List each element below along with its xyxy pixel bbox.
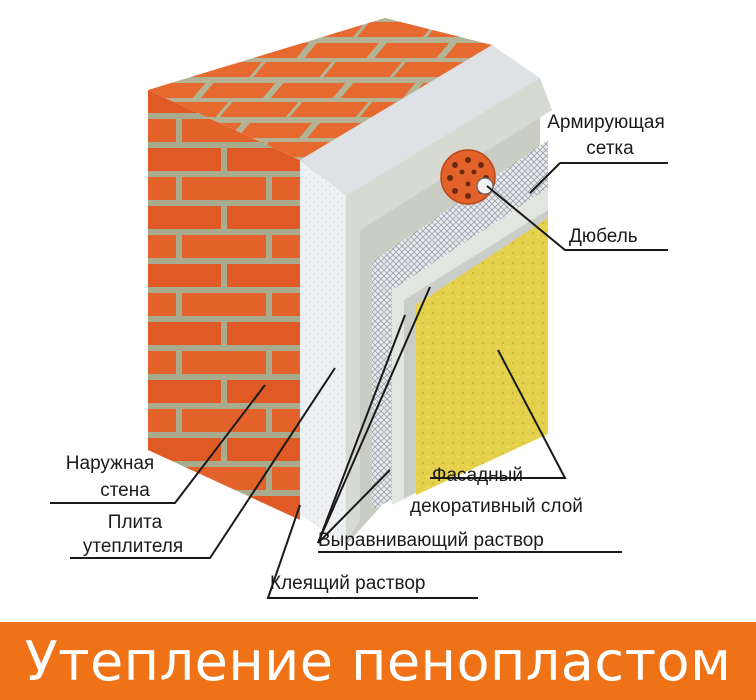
label-dubel: Дюбель: [569, 226, 638, 247]
leader-wall: [50, 384, 266, 504]
leader-adhesive: [266, 504, 478, 599]
brick-front: [148, 90, 300, 520]
brick-top: [148, 18, 492, 160]
label-adhesive: Клеящий раствор: [270, 573, 426, 594]
insulation-top: [300, 45, 540, 196]
label-facade-1: Фасадный: [432, 465, 523, 486]
leader-level-1: [317, 286, 431, 544]
decor-layer: [416, 218, 548, 495]
label-wall-2: стена: [100, 480, 150, 501]
banner-title: Утепление пенопластом: [24, 629, 732, 693]
diagram: Армирующая сетка Дюбель Наружная стена П…: [50, 18, 668, 599]
plaster-layer: [346, 78, 552, 545]
label-armir-1: Армирующая: [547, 112, 665, 133]
leader-armir: [529, 162, 561, 194]
leader-plate: [70, 367, 336, 559]
label-plate-1: Плита: [107, 512, 163, 533]
leader-facade: [497, 349, 567, 479]
insulation-front: [300, 160, 346, 545]
label-armir-2: сетка: [586, 138, 634, 159]
label-leveling: Выравнивающий раствор: [318, 530, 544, 551]
label-plate-2: утеплителя: [82, 536, 184, 557]
wall-illustration: [50, 18, 668, 599]
label-wall-1: Наружная: [65, 453, 155, 474]
leader-level-3: [317, 469, 391, 544]
label-facade-2: декоративный слой: [410, 496, 583, 517]
dowel-icon: [440, 149, 496, 205]
leader-dubel: [486, 185, 668, 251]
leader-level-2: [317, 314, 406, 544]
title-banner: Утепление пенопластом: [0, 622, 756, 700]
